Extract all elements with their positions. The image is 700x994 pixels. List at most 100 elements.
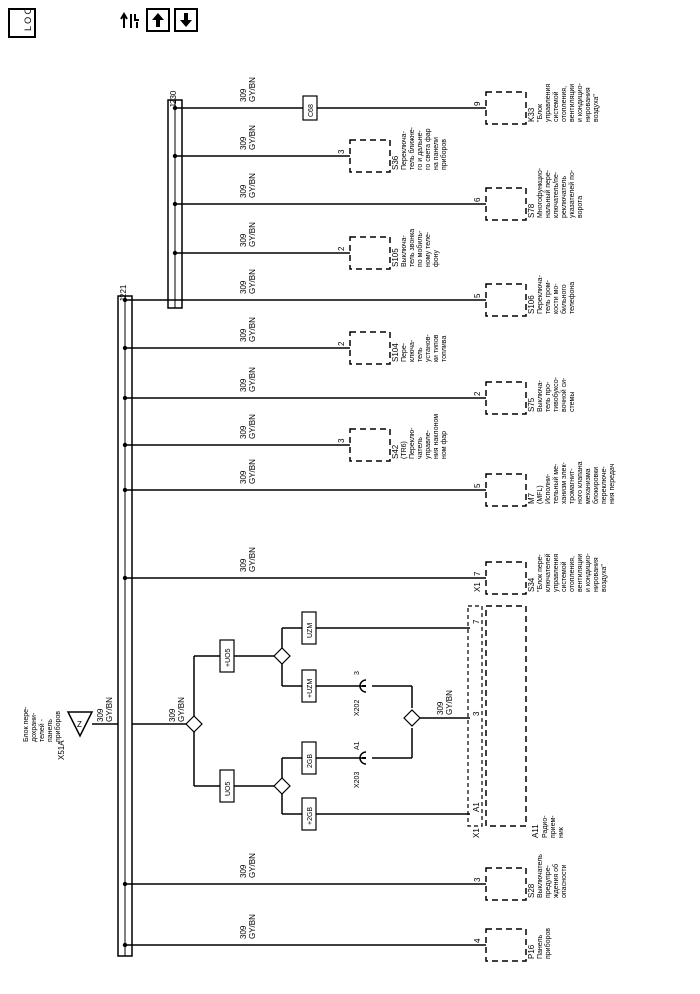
radio-desc-line: ник [558,826,565,838]
component-desc-line: ния передач [609,463,616,504]
wire-color: GY/BN [248,367,257,392]
component-body [485,381,527,415]
wire-color: GY/BN [248,125,257,150]
location-icon: L O C [23,7,33,31]
component-desc-line: отопления, [561,86,568,122]
source-desc-line: телей - [38,718,46,742]
wire-number: 309 [239,184,248,198]
component-id: S106 [527,295,536,314]
component-desc-line: ном фар [441,431,448,459]
svg-text:UO5: UO5 [225,782,232,797]
source-desc-line: дохрани- [31,712,38,742]
arrow-down-button[interactable] [174,8,198,32]
svg-text:UZM: UZM [307,623,314,638]
wire-number: 309 [239,378,248,392]
arrow-up-icon [152,13,164,27]
component-desc-line: нальный пере- [544,169,552,218]
svg-text:A1: A1 [354,741,361,750]
component-desc-line: ключателей [544,554,552,592]
component-desc-line: тромагнит- [569,468,576,504]
component-id: S42 [391,444,400,459]
component-pin: 9 [473,101,482,106]
component-desc-line: предупре- [545,864,552,898]
component-desc-line: "Блок пере- [537,553,544,592]
component-desc-line: переключе- [601,466,608,504]
wire-color: GY/BN [248,547,257,572]
connector-view-button[interactable] [118,8,144,34]
component-body [485,473,527,507]
component-desc-line: приборов [544,928,552,959]
source-pin: Z [77,720,82,729]
svg-text:X1: X1 [472,828,481,838]
radio-desc-line: Радио- [542,815,549,838]
connector-c68-label: C68 [308,104,315,117]
component-desc-line: ключа- [409,339,416,362]
source-id: X51A [57,740,66,760]
component-desc-line: Переклю- [409,427,416,459]
svg-text:3: 3 [354,671,361,675]
component-desc-line: управления [545,84,552,122]
component-pin: 3 [473,877,482,882]
component-desc-line: установ- [425,334,432,362]
component-desc-line: Многофункцио- [537,167,544,218]
component-desc-line: приборов [440,139,448,170]
component-desc-line: управления [553,554,560,592]
component-pin: 5 [473,483,482,488]
component-body [485,561,527,595]
component-desc-line: (MFL) [537,485,544,504]
radio-desc-line: прием- [550,815,557,838]
svg-text:2GB: 2GB [307,754,314,768]
feed-wire-color: GY/BN [105,697,114,722]
component-desc-line: телефона [569,282,576,314]
svg-text:309: 309 [436,701,445,715]
radio-module-id: A11 [531,824,540,838]
component-id: S34 [527,577,536,592]
connector-x202 [359,679,367,693]
component-desc-line: ки типов [433,334,440,362]
component-id: S78 [527,203,536,218]
component-pin: 4 [473,938,482,943]
component-desc-line: ждения об [552,864,560,898]
radio-circuit: +UO5 UO5 UZM +UZM 2GB +2GB 3 X202 A1 [132,605,565,838]
svg-text:+UZM: +UZM [307,679,314,698]
source-desc-line: Блок пере- [23,706,30,742]
arrow-up-button[interactable] [146,8,170,32]
svg-text:GY/BN: GY/BN [445,690,454,715]
wire-color: GY/BN [248,269,257,294]
component-desc-line: вентиляции [569,84,576,122]
wire-number: 309 [239,864,248,878]
component-desc-line: на панели [433,137,440,170]
component-body [485,91,527,125]
component-desc-line: ного клапана [577,461,584,504]
component-desc-line: тель гром- [545,279,552,314]
component-desc-line: системой [552,91,560,122]
wire-number: 309 [239,470,248,484]
component-pin: 5 [473,293,482,298]
component-id: S75 [527,397,536,412]
component-desc-line: (TR6) [401,441,408,459]
component-pin: 7 [473,571,482,576]
component-body [485,283,527,317]
component-pin: 2 [473,391,482,396]
location-button[interactable]: L O C [8,7,36,38]
location-label: L O C [23,10,33,31]
component-desc-line: фону [433,249,440,267]
component-desc-line: тивобуксо- [552,376,560,412]
component-desc-line: нирования [593,557,600,592]
component-desc-line: тель [417,347,424,362]
svg-text:GY/BN: GY/BN [177,697,186,722]
wire-color: GY/BN [248,317,257,342]
svg-text:X202: X202 [354,700,361,716]
component-id: S28 [527,883,536,898]
component-desc-line: и кондицио- [577,82,584,122]
component-id: S105 [391,248,400,267]
component-desc-line: блокировки [592,467,600,504]
radio-connector [467,605,483,827]
connector-view-icon [120,12,139,28]
